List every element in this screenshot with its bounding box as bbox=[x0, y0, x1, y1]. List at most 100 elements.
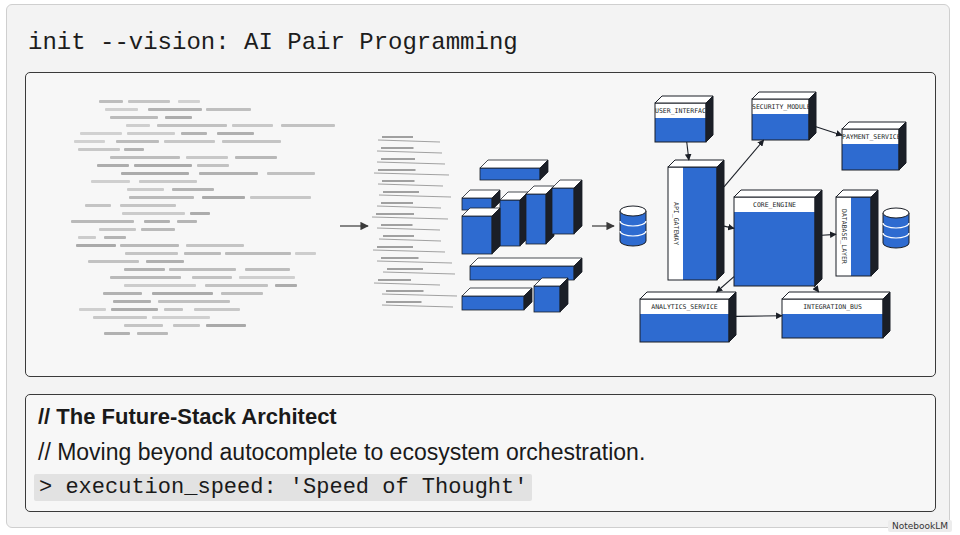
code-line bbox=[124, 148, 144, 151]
stream-text bbox=[383, 191, 419, 193]
block-outline bbox=[782, 292, 890, 338]
flow-connector bbox=[816, 127, 842, 136]
code-line bbox=[124, 268, 165, 271]
stream-text bbox=[386, 301, 422, 303]
code-line bbox=[110, 116, 158, 119]
code-line bbox=[104, 332, 130, 335]
stream-line bbox=[378, 140, 440, 142]
code-line bbox=[110, 156, 180, 159]
block-top bbox=[668, 160, 724, 167]
block-border bbox=[782, 299, 883, 338]
stream-line bbox=[382, 294, 457, 296]
block-side bbox=[899, 122, 906, 170]
iso-block bbox=[526, 186, 554, 244]
service-block: PAYMENT_SERVICE bbox=[842, 122, 906, 170]
code-line bbox=[172, 188, 214, 191]
code-line bbox=[144, 220, 170, 223]
code-line bbox=[93, 316, 147, 319]
code-line bbox=[192, 276, 232, 279]
block-fill bbox=[640, 314, 729, 342]
stream-text bbox=[377, 246, 413, 248]
block-side bbox=[706, 96, 713, 142]
code-line bbox=[74, 140, 105, 143]
block-face bbox=[668, 167, 717, 280]
cylinder-band bbox=[883, 223, 909, 228]
block-face bbox=[842, 129, 899, 170]
service-block: DATABASE_LAYER bbox=[836, 190, 878, 276]
code-line bbox=[121, 172, 189, 175]
code-line bbox=[152, 292, 213, 295]
block-top bbox=[734, 190, 822, 197]
block-top bbox=[752, 92, 816, 99]
code-line bbox=[148, 108, 202, 111]
code-line bbox=[232, 124, 273, 127]
code-line bbox=[165, 116, 192, 119]
block-face bbox=[640, 299, 729, 342]
iso-block bbox=[500, 192, 528, 246]
service-block: API_GATEWAY bbox=[668, 160, 724, 280]
code-line bbox=[124, 324, 163, 327]
block-front bbox=[480, 168, 540, 180]
stream-line bbox=[377, 228, 440, 230]
code-line bbox=[206, 108, 251, 111]
block-front bbox=[462, 216, 492, 254]
watermark: NotebookLM bbox=[888, 520, 952, 532]
service-block: USER_INTERFACE bbox=[655, 96, 713, 142]
cylinder-band bbox=[620, 231, 646, 236]
stream-line bbox=[377, 162, 445, 164]
flow-connector bbox=[822, 234, 836, 236]
code-line bbox=[110, 276, 181, 279]
block-fill bbox=[734, 212, 815, 286]
stream-line bbox=[378, 184, 443, 186]
code-line bbox=[217, 132, 254, 135]
block-side bbox=[871, 190, 878, 276]
block-label: API_GATEWAY bbox=[669, 170, 683, 277]
code-line bbox=[202, 196, 245, 199]
code-line bbox=[120, 204, 176, 207]
block-border bbox=[752, 99, 809, 140]
block-side bbox=[524, 288, 532, 310]
block-fill bbox=[851, 197, 871, 276]
code-line bbox=[197, 164, 229, 167]
code-line bbox=[146, 260, 184, 263]
block-label: PAYMENT_SERVICE bbox=[842, 130, 899, 144]
code-line bbox=[99, 100, 123, 103]
block-border bbox=[842, 129, 899, 170]
code-line bbox=[186, 244, 244, 247]
stream-text bbox=[382, 136, 413, 138]
code-line bbox=[205, 284, 268, 287]
block-label: USER_INTERFACE bbox=[655, 104, 706, 118]
code-line bbox=[122, 212, 185, 215]
code-line bbox=[80, 132, 122, 135]
code-streams bbox=[372, 136, 457, 307]
block-label: SECURITY_MODULE bbox=[752, 100, 809, 114]
code-line bbox=[103, 292, 142, 295]
iso-block bbox=[462, 190, 500, 210]
code-line bbox=[222, 140, 281, 143]
code-line bbox=[235, 156, 277, 159]
code-line bbox=[139, 180, 197, 183]
code-line bbox=[141, 228, 175, 231]
code-line bbox=[221, 292, 263, 295]
iso-block bbox=[462, 288, 532, 310]
block-front bbox=[500, 200, 520, 246]
code-line bbox=[105, 108, 138, 111]
code-line bbox=[206, 324, 246, 327]
code-line bbox=[71, 220, 134, 223]
code-line bbox=[239, 276, 295, 279]
code-line bbox=[125, 252, 178, 255]
block-face bbox=[782, 299, 883, 338]
block-outline bbox=[655, 96, 713, 142]
cylinder-band bbox=[620, 221, 646, 226]
cylinder-top bbox=[620, 206, 646, 216]
iso-block bbox=[480, 160, 548, 180]
stream-text bbox=[381, 257, 419, 259]
caption-text: // Moving beyond autocomplete to ecosyst… bbox=[38, 439, 645, 466]
stream-line bbox=[382, 305, 453, 307]
code-line bbox=[113, 300, 151, 303]
block-border bbox=[640, 299, 729, 342]
block-side bbox=[729, 292, 736, 342]
block-top bbox=[462, 288, 532, 296]
code-line bbox=[267, 172, 315, 175]
block-side bbox=[492, 208, 500, 254]
